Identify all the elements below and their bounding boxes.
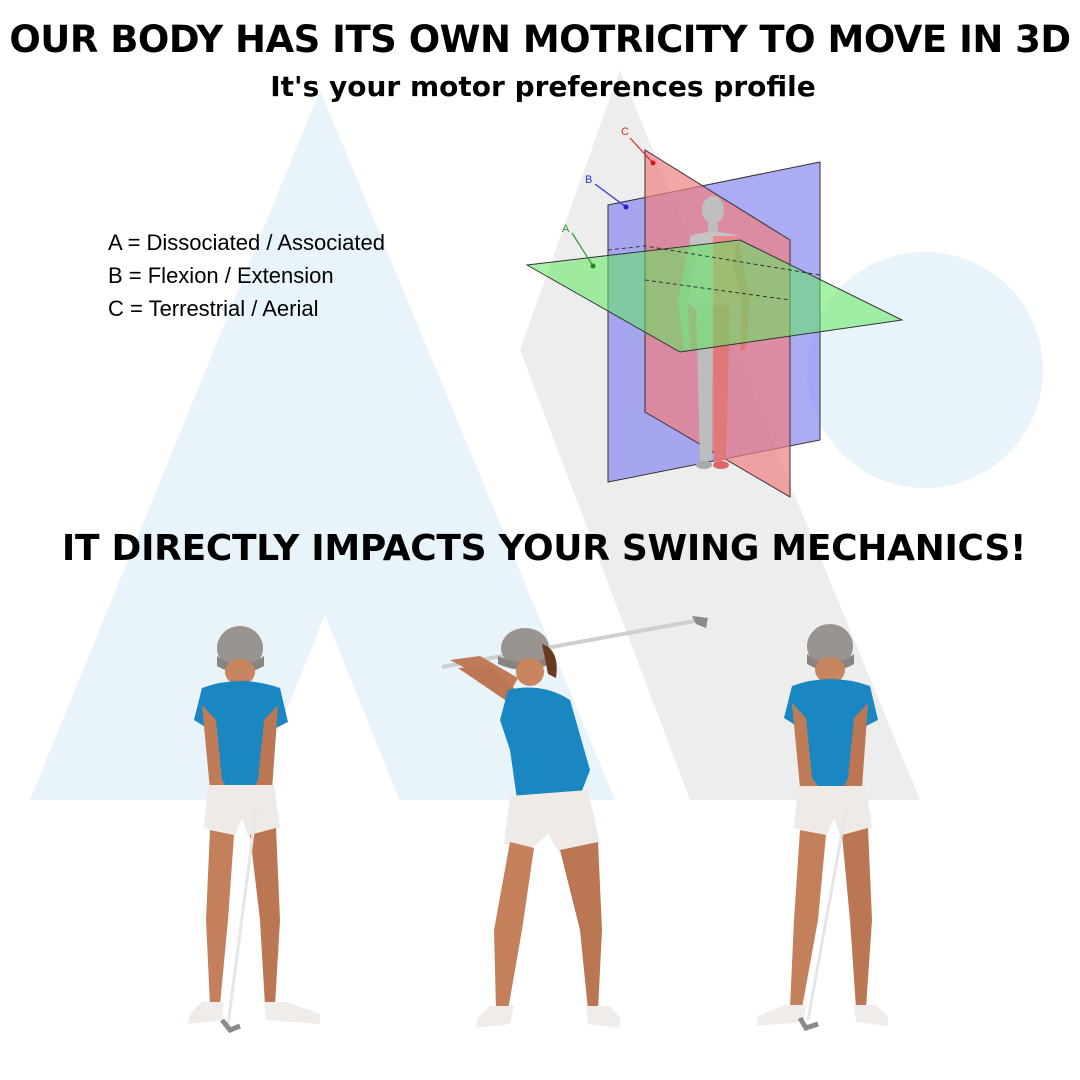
page-title: OUR BODY HAS ITS OWN MOTRICITY TO MOVE I…: [9, 18, 1071, 61]
planes-legend: A = Dissociated / Associated B = Flexion…: [108, 226, 385, 325]
plane-label-a: A: [562, 223, 570, 235]
body-planes-diagram: A B C: [525, 126, 904, 498]
legend-item-b: B = Flexion / Extension: [108, 263, 334, 288]
legend-item-c: C = Terrestrial / Aerial: [108, 296, 319, 321]
golfer-backswing-icon: [441, 616, 708, 1028]
plane-a: [525, 239, 904, 353]
bg-triangle-inner: [170, 615, 480, 1000]
golfer-address-left-icon: [188, 626, 320, 1034]
golfer-address-right-icon: [756, 624, 888, 1032]
plane-label-b: B: [585, 174, 592, 186]
plane-label-c: C: [621, 126, 629, 138]
impact-heading: IT DIRECTLY IMPACTS YOUR SWING MECHANICS…: [61, 528, 1027, 569]
legend-item-a: A = Dissociated / Associated: [108, 230, 385, 255]
page-subtitle: It's your motor preferences profile: [270, 70, 816, 103]
bg-triangle-blue: [30, 90, 615, 800]
